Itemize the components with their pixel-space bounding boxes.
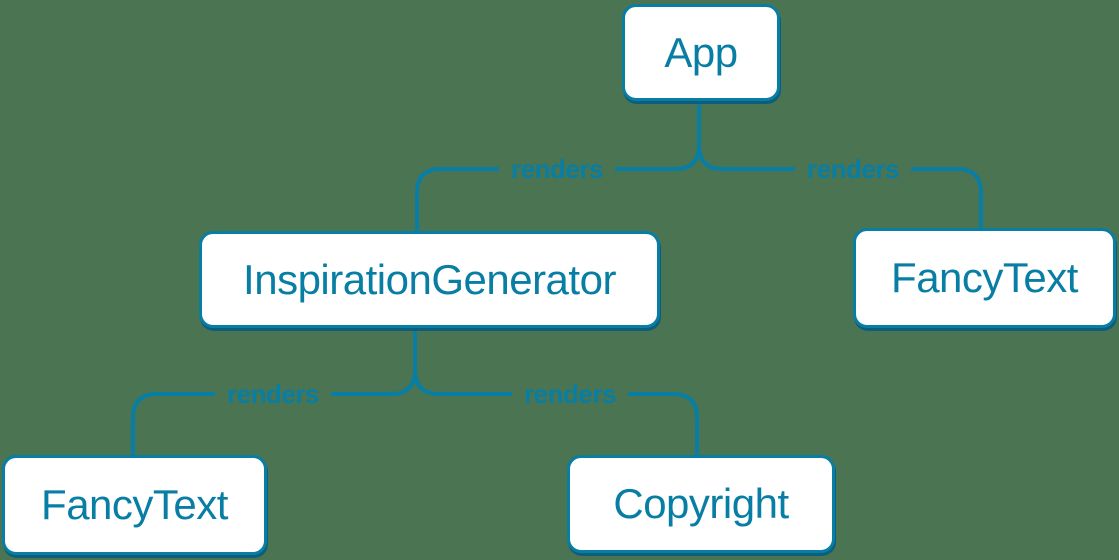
node-app: App — [622, 4, 780, 101]
node-inspiration-generator-label: InspirationGenerator — [243, 255, 616, 303]
node-copyright: Copyright — [567, 455, 835, 553]
edge-label-renders-3: renders — [215, 379, 331, 409]
node-copyright-label: Copyright — [613, 480, 789, 527]
edge-label-renders-1: renders — [499, 154, 615, 184]
node-fancy-text-bottom: FancyText — [2, 455, 267, 555]
edge-label-renders-4: renders — [512, 379, 628, 409]
node-fancy-text-bottom-label: FancyText — [41, 481, 228, 528]
node-fancy-text-top: FancyText — [853, 228, 1116, 328]
node-inspiration-generator: InspirationGenerator — [199, 231, 660, 328]
node-fancy-text-top-label: FancyText — [891, 254, 1078, 301]
edge-label-renders-2: renders — [795, 154, 911, 184]
node-app-label: App — [664, 28, 738, 76]
